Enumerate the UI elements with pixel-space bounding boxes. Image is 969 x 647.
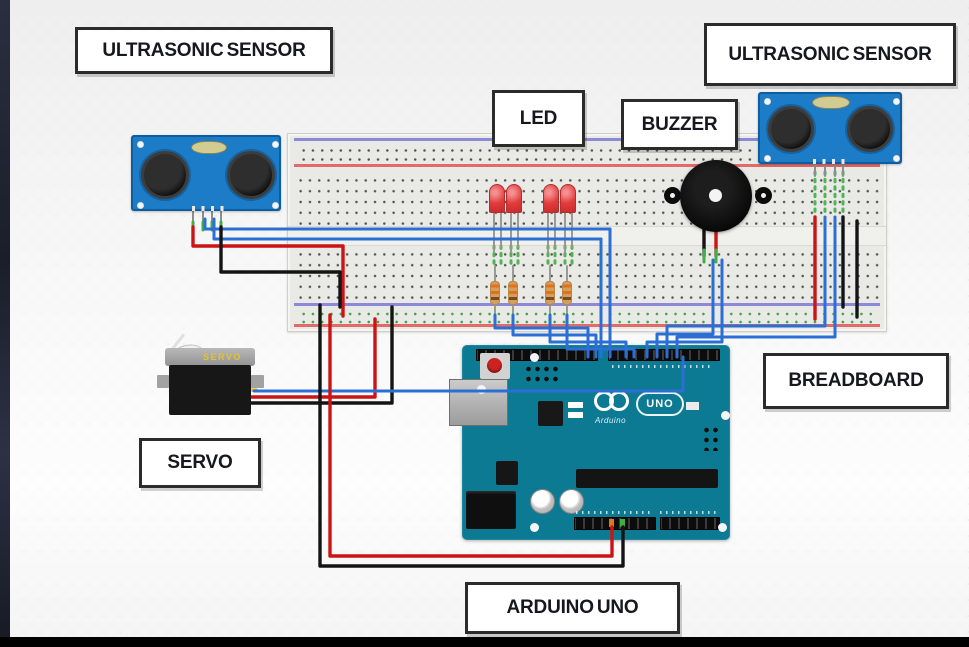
- bottom-rail-blue-line: [294, 303, 880, 306]
- power-header: [574, 517, 656, 530]
- mount-hole: [721, 411, 730, 420]
- screw-hole: [764, 98, 771, 105]
- digital-pin-labels: [612, 365, 712, 368]
- transducer: [768, 106, 814, 152]
- mount-hole: [530, 353, 539, 362]
- icsp-pins: [700, 423, 718, 451]
- pin-pads: [192, 206, 228, 211]
- servo-top-cap: [165, 348, 255, 366]
- servo-mount-flange: [157, 375, 169, 388]
- left-sensor-connection-tips: [191, 220, 223, 232]
- arduino-brand-text: Arduino: [595, 416, 627, 425]
- uno-logo: UNO: [636, 392, 684, 416]
- mount-hole: [761, 193, 766, 198]
- pin-block: [522, 362, 558, 382]
- label-buzzer: BUZZER: [621, 99, 738, 150]
- capacitor: [530, 489, 555, 514]
- mount-hole: [718, 523, 727, 532]
- label-text: BREADBOARD: [788, 370, 924, 391]
- led: [543, 184, 559, 213]
- power-pin-labels: [576, 511, 654, 514]
- servo-mount-flange: [251, 375, 264, 388]
- top-rail-blue-line: [294, 138, 880, 141]
- screw-hole: [137, 141, 144, 148]
- atmega-ic: [576, 469, 718, 488]
- buzzer-mount-tab: [664, 187, 681, 204]
- analog-header: [660, 517, 720, 530]
- label-ultrasonic-sensor-right: ULTRASONIC SENSOR: [704, 23, 956, 86]
- pin-pads: [813, 159, 849, 164]
- label-text: LED: [519, 107, 558, 129]
- label-servo: SERVO: [139, 438, 261, 488]
- label-text: ULTRASONIC SENSOR: [102, 39, 306, 61]
- led: [560, 184, 576, 213]
- screen-edge-bottom-bar: [0, 637, 969, 647]
- screw-hole: [272, 202, 279, 209]
- label-text: SERVO: [167, 452, 233, 473]
- transducer: [141, 151, 189, 199]
- chip-square: [538, 401, 563, 426]
- resistor: [508, 281, 518, 305]
- pin-5v-highlight: [609, 519, 614, 527]
- center-channel: [288, 226, 886, 246]
- buzzer-mount-tab: [755, 187, 772, 204]
- transducer: [227, 151, 275, 199]
- servo-brand-label: SERVO: [203, 352, 242, 362]
- main-holes-bottom: [293, 246, 881, 300]
- reset-button: [487, 358, 502, 373]
- screw-hole: [272, 141, 279, 148]
- screw-hole: [893, 98, 900, 105]
- ultrasonic-sensor-left: [131, 135, 281, 211]
- tx-led: [568, 402, 583, 408]
- led: [506, 184, 522, 213]
- ultrasonic-sensor-right: [758, 92, 902, 164]
- voltage-regulator: [496, 461, 518, 485]
- screen-edge-stripe: [0, 0, 10, 647]
- buzzer-sound-hole: [709, 189, 722, 202]
- label-breadboard: BREADBOARD: [763, 353, 949, 409]
- led: [489, 184, 505, 213]
- pin-gnd-highlight: [620, 519, 625, 527]
- top-rail-red-line: [294, 164, 880, 167]
- crystal-oscillator: [812, 96, 850, 109]
- power-jack: [466, 491, 516, 529]
- smd-component: [686, 402, 699, 410]
- servo-motor: SERVO: [155, 333, 267, 425]
- label-text: BUZZER: [641, 113, 718, 135]
- label-text: ARDUINO UNO: [506, 597, 639, 618]
- screw-hole: [137, 202, 144, 209]
- crystal-oscillator: [191, 141, 227, 154]
- bottom-rail-holes: [296, 308, 878, 324]
- digital-header-right: [608, 349, 720, 361]
- label-led: LED: [492, 90, 585, 147]
- label-text: ULTRASONIC SENSOR: [728, 43, 932, 65]
- rx-led: [568, 412, 583, 418]
- resistor: [562, 281, 572, 305]
- screw-hole: [893, 155, 900, 162]
- label-arduino-uno: ARDUINO UNO: [465, 582, 680, 634]
- bottom-rail-red-line: [294, 324, 880, 327]
- main-holes-top: [293, 172, 881, 225]
- resistor: [490, 281, 500, 305]
- arduino-uno-board: UNO Arduino: [449, 345, 730, 540]
- mount-hole: [477, 385, 486, 394]
- analog-pin-labels: [660, 511, 718, 514]
- mount-hole: [670, 193, 675, 198]
- label-ultrasonic-sensor-left: ULTRASONIC SENSOR: [75, 27, 333, 74]
- screw-hole: [764, 155, 771, 162]
- servo-body: [169, 365, 251, 415]
- infinity-logo: [609, 391, 629, 411]
- transducer: [847, 106, 893, 152]
- resistor: [545, 281, 555, 305]
- mount-hole: [530, 523, 539, 532]
